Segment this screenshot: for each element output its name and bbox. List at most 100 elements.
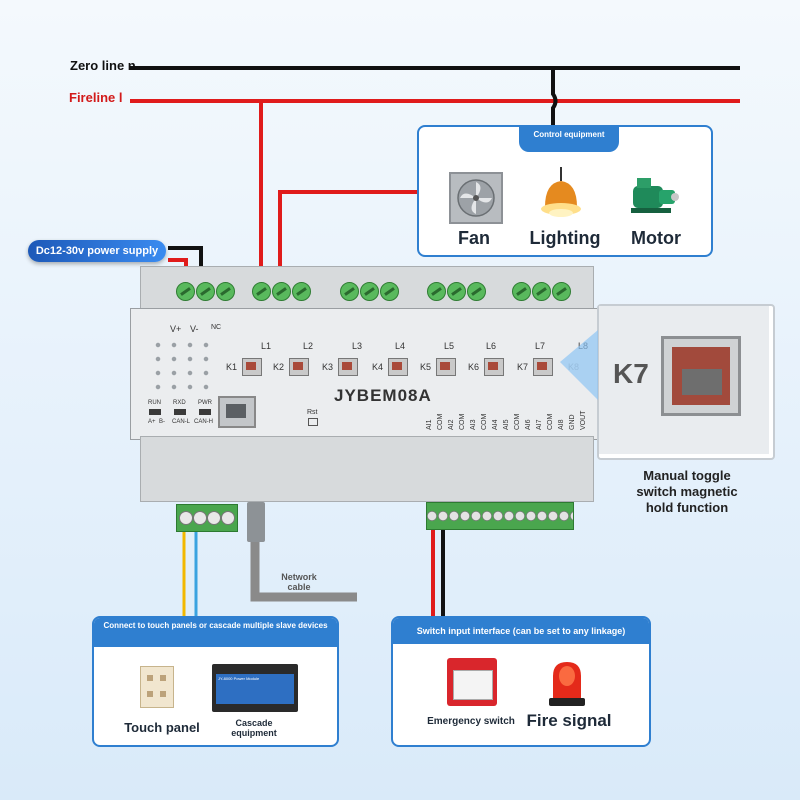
key-label-k2: K2 bbox=[273, 362, 285, 372]
zoom-toggle-switch bbox=[661, 336, 741, 416]
toggle-button-k2[interactable] bbox=[289, 358, 309, 376]
led-run-label: RUN bbox=[148, 400, 161, 406]
motor-image bbox=[629, 172, 683, 216]
power-supply-badge: Dc12-30v power supply bbox=[28, 240, 166, 262]
toggle-button-k4[interactable] bbox=[388, 358, 408, 376]
relay-label-l7: L7 bbox=[535, 341, 546, 351]
relay-label-l2: L2 bbox=[303, 341, 314, 351]
io-label: GND bbox=[569, 414, 576, 430]
io-label-strip: AI1 COM AI2 COM AI3 COM AI4 AI5 COM AI6 … bbox=[424, 406, 588, 432]
cascade-module-image: JY-8000 Power Module bbox=[212, 664, 298, 712]
led-run bbox=[149, 409, 161, 415]
switch-input-panel: Switch input interface (can be set to an… bbox=[391, 616, 651, 747]
key-label-k5: K5 bbox=[420, 362, 432, 372]
relay-label-l4: L4 bbox=[395, 341, 406, 351]
terminal bbox=[427, 282, 446, 301]
fan-image bbox=[449, 172, 503, 224]
fire-signal-image bbox=[547, 658, 587, 708]
can-a-plus-label: A+ bbox=[148, 419, 156, 425]
terminal bbox=[467, 282, 486, 301]
relay-label-l3: L3 bbox=[352, 341, 363, 351]
control-equipment-tab: Control equipment bbox=[519, 127, 619, 152]
toggle-button-k3[interactable] bbox=[338, 358, 358, 376]
io-label: AI4 bbox=[492, 419, 499, 430]
fire-signal-label: Fire signal bbox=[526, 711, 612, 730]
terminal bbox=[272, 282, 291, 301]
power-supply-label: Dc12-30v power supply bbox=[35, 245, 159, 257]
ethernet-port[interactable] bbox=[218, 396, 256, 428]
touch-cascade-panel: Connect to touch panels or cascade multi… bbox=[92, 616, 339, 747]
v-minus-label: V- bbox=[190, 324, 199, 334]
toggle-button-k1[interactable] bbox=[242, 358, 262, 376]
io-label: COM bbox=[437, 413, 444, 430]
cascade-module-text: JY-8000 Power Module bbox=[218, 676, 260, 681]
io-label: AI2 bbox=[448, 419, 455, 430]
terminal bbox=[340, 282, 359, 301]
toggle-button-k7[interactable] bbox=[533, 358, 553, 376]
io-label: COM bbox=[547, 413, 554, 430]
indicator-dot-grid bbox=[150, 338, 214, 398]
device-model-label: JYBEM08A bbox=[334, 386, 432, 405]
io-label: AI7 bbox=[536, 419, 543, 430]
lamp-icon bbox=[541, 167, 581, 217]
terminal bbox=[292, 282, 311, 301]
led-rxd bbox=[174, 409, 186, 415]
io-label: AI6 bbox=[525, 419, 532, 430]
relay-label-l1: L1 bbox=[261, 341, 272, 351]
terminal bbox=[380, 282, 399, 301]
key-label-k6: K6 bbox=[468, 362, 480, 372]
network-label: Network cable bbox=[281, 572, 317, 592]
motor-label: Motor bbox=[631, 228, 681, 248]
relay-label-l5: L5 bbox=[444, 341, 455, 351]
terminal bbox=[176, 282, 195, 301]
toggle-button-k6[interactable] bbox=[484, 358, 504, 376]
switch-input-title: Switch input interface (can be set to an… bbox=[416, 626, 626, 636]
zoom-key-label: K7 bbox=[613, 358, 649, 389]
led-rxd-label: RXD bbox=[173, 400, 186, 406]
device-bottom-rail bbox=[140, 436, 594, 502]
control-equipment-title: Control equipment bbox=[533, 130, 605, 139]
zero-line-label: Zero line n bbox=[70, 58, 136, 73]
key-label-k4: K4 bbox=[372, 362, 384, 372]
key-label-k7: K7 bbox=[517, 362, 529, 372]
zoom-caption: Manual toggle switch magnetic hold funct… bbox=[636, 468, 738, 515]
relay-label-l6: L6 bbox=[486, 341, 497, 351]
emergency-switch-label: Emergency switch bbox=[427, 716, 515, 727]
lamp-image bbox=[539, 167, 583, 221]
reset-button[interactable] bbox=[308, 418, 318, 426]
fan-icon bbox=[457, 179, 495, 217]
toggle-button-k5[interactable] bbox=[436, 358, 456, 376]
io-label: COM bbox=[459, 413, 466, 430]
io-label: COM bbox=[481, 413, 488, 430]
io-label: COM bbox=[514, 413, 521, 430]
can-b-minus-label: B- bbox=[159, 419, 165, 425]
terminal bbox=[447, 282, 466, 301]
can-l-label: CAN-L bbox=[172, 419, 191, 425]
touch-cascade-title: Connect to touch panels or cascade multi… bbox=[103, 621, 328, 630]
fire-line-label: Fireline l bbox=[69, 90, 123, 105]
emergency-switch-image bbox=[447, 658, 497, 706]
io-label: AI8 bbox=[558, 419, 565, 430]
bottom-left-terminal-block bbox=[176, 504, 238, 532]
nc-label: NC bbox=[211, 324, 222, 331]
terminal bbox=[512, 282, 531, 301]
top-terminal-block bbox=[172, 280, 572, 302]
terminal bbox=[216, 282, 235, 301]
terminal bbox=[360, 282, 379, 301]
switch-input-header: Switch input interface (can be set to an… bbox=[393, 618, 649, 644]
io-label: AI5 bbox=[503, 419, 510, 430]
v-plus-label: V+ bbox=[170, 324, 182, 334]
led-pwr-label: PWR bbox=[198, 400, 212, 406]
io-label: AI3 bbox=[470, 419, 477, 430]
terminal bbox=[252, 282, 271, 301]
key-label-k1: K1 bbox=[226, 362, 238, 372]
alarm-light-icon bbox=[549, 662, 585, 706]
motor-icon bbox=[631, 178, 679, 213]
touch-panel-label: Touch panel bbox=[124, 720, 200, 735]
reset-label: Rst bbox=[307, 409, 318, 416]
fan-label: Fan bbox=[457, 228, 490, 248]
touch-cascade-header: Connect to touch panels or cascade multi… bbox=[94, 618, 337, 647]
terminal bbox=[196, 282, 215, 301]
io-label: VOUT bbox=[580, 410, 587, 430]
